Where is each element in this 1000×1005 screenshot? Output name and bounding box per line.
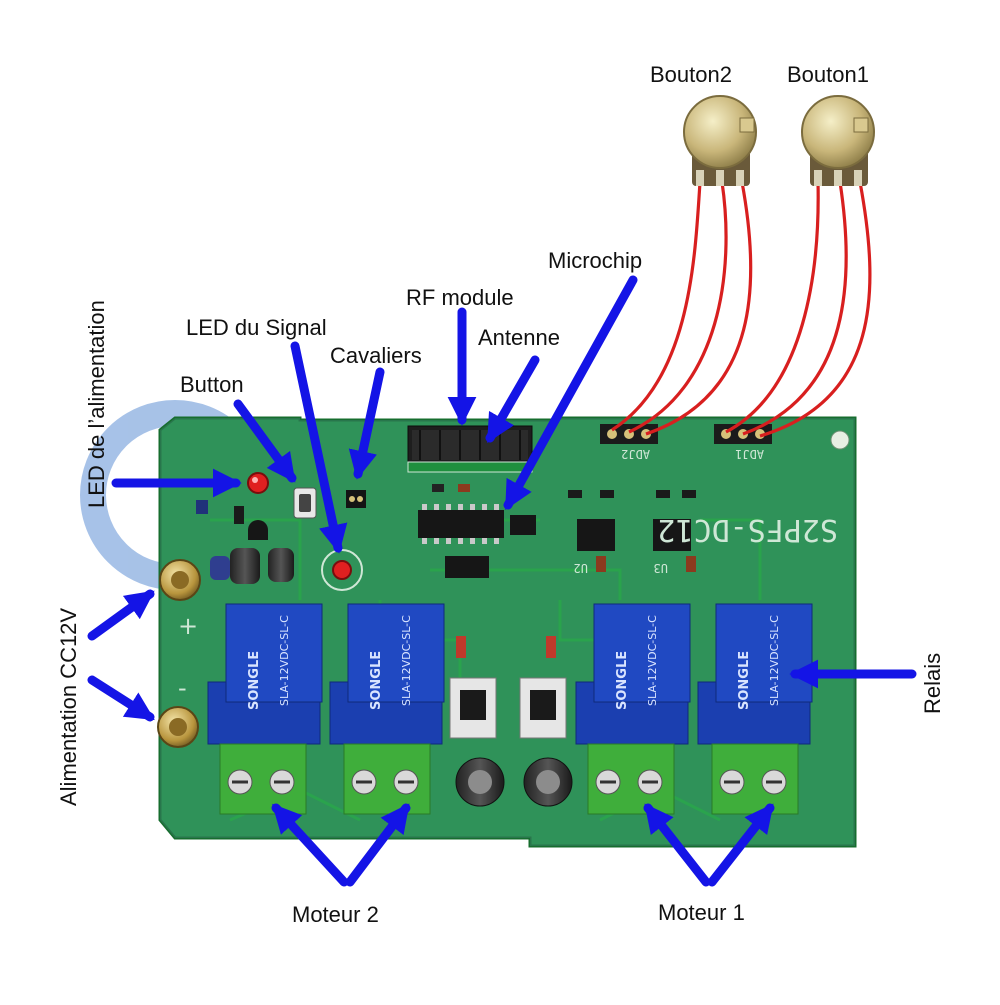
screw-terminals bbox=[219, 743, 799, 815]
arrow-icon bbox=[707, 803, 775, 887]
rf-module bbox=[407, 425, 533, 473]
relay: SONGLE SLA-12VDC-SL-C bbox=[207, 603, 323, 745]
u2-label: U2 bbox=[574, 561, 588, 575]
board-model-silk: S2PFS-DC12 bbox=[657, 512, 838, 547]
plus-silk: + bbox=[178, 612, 198, 640]
power-terminal-plus: + bbox=[159, 559, 201, 640]
relay-model: SLA-12VDC-SL-C bbox=[646, 615, 659, 706]
label-led-alimentation: LED de l’alimentation bbox=[84, 300, 109, 508]
label-microchip: Microchip bbox=[548, 248, 643, 273]
adj2-label: ADJ2 bbox=[621, 447, 650, 461]
smd-components bbox=[196, 490, 696, 658]
label-moteur2: Moteur 2 bbox=[292, 902, 379, 927]
label-led-signal: LED du Signal bbox=[186, 315, 327, 340]
power-led bbox=[247, 472, 269, 494]
label-cavaliers: Cavaliers bbox=[330, 343, 422, 368]
arrow-icon bbox=[290, 341, 348, 554]
arrow-icon bbox=[503, 275, 638, 511]
label-moteur1: Moteur 1 bbox=[658, 900, 745, 925]
jumper-header bbox=[346, 490, 366, 508]
relay-brand: SONGLE bbox=[615, 651, 630, 710]
push-button bbox=[293, 487, 317, 519]
adj1-label: ADJ1 bbox=[735, 447, 764, 461]
arrow-icon bbox=[233, 399, 297, 483]
relay-model: SLA-12VDC-SL-C bbox=[400, 615, 413, 706]
label-bouton2: Bouton2 bbox=[650, 62, 732, 87]
transistor bbox=[248, 520, 268, 540]
label-relais: Relais bbox=[920, 652, 945, 714]
potentiometer-icon bbox=[801, 95, 875, 186]
label-button: Button bbox=[180, 372, 244, 397]
capacitors-large bbox=[455, 757, 573, 807]
arrow-icon bbox=[87, 675, 155, 722]
relay-model: SLA-12VDC-SL-C bbox=[768, 615, 781, 706]
relay-brand: SONGLE bbox=[369, 651, 384, 710]
arrow-icon bbox=[643, 803, 711, 887]
label-bouton1: Bouton1 bbox=[787, 62, 869, 87]
label-antenne: Antenne bbox=[478, 325, 560, 350]
pot-wires bbox=[611, 181, 872, 438]
label-alimentation-cc12v: Alimentation CC12V bbox=[56, 607, 81, 806]
ic-u3: U3 bbox=[653, 519, 691, 575]
arrow-icon bbox=[87, 589, 155, 641]
ic-u2: U2 bbox=[574, 519, 615, 575]
regulator-heatsink bbox=[449, 677, 567, 739]
arrow-icon bbox=[271, 803, 349, 887]
relay: SONGLE SLA-12VDC-SL-C bbox=[575, 603, 691, 745]
relay: SONGLE SLA-12VDC-SL-C bbox=[697, 603, 813, 745]
arrow-icon bbox=[348, 367, 385, 480]
label-rf-module: RF module bbox=[406, 285, 514, 310]
microchip-ic bbox=[418, 484, 536, 578]
annotation-arrows bbox=[87, 275, 917, 887]
minus-silk: - bbox=[178, 674, 187, 702]
relay-model: SLA-12VDC-SL-C bbox=[278, 615, 291, 706]
power-terminal-minus: - bbox=[157, 674, 199, 748]
arrow-icon bbox=[345, 803, 411, 887]
relay-brand: SONGLE bbox=[247, 651, 262, 710]
arrow-icon bbox=[485, 355, 540, 443]
u3-label: U3 bbox=[654, 561, 668, 575]
capacitors-small bbox=[210, 548, 294, 584]
potentiometer-icon bbox=[683, 95, 757, 186]
relay-brand: SONGLE bbox=[737, 651, 752, 710]
